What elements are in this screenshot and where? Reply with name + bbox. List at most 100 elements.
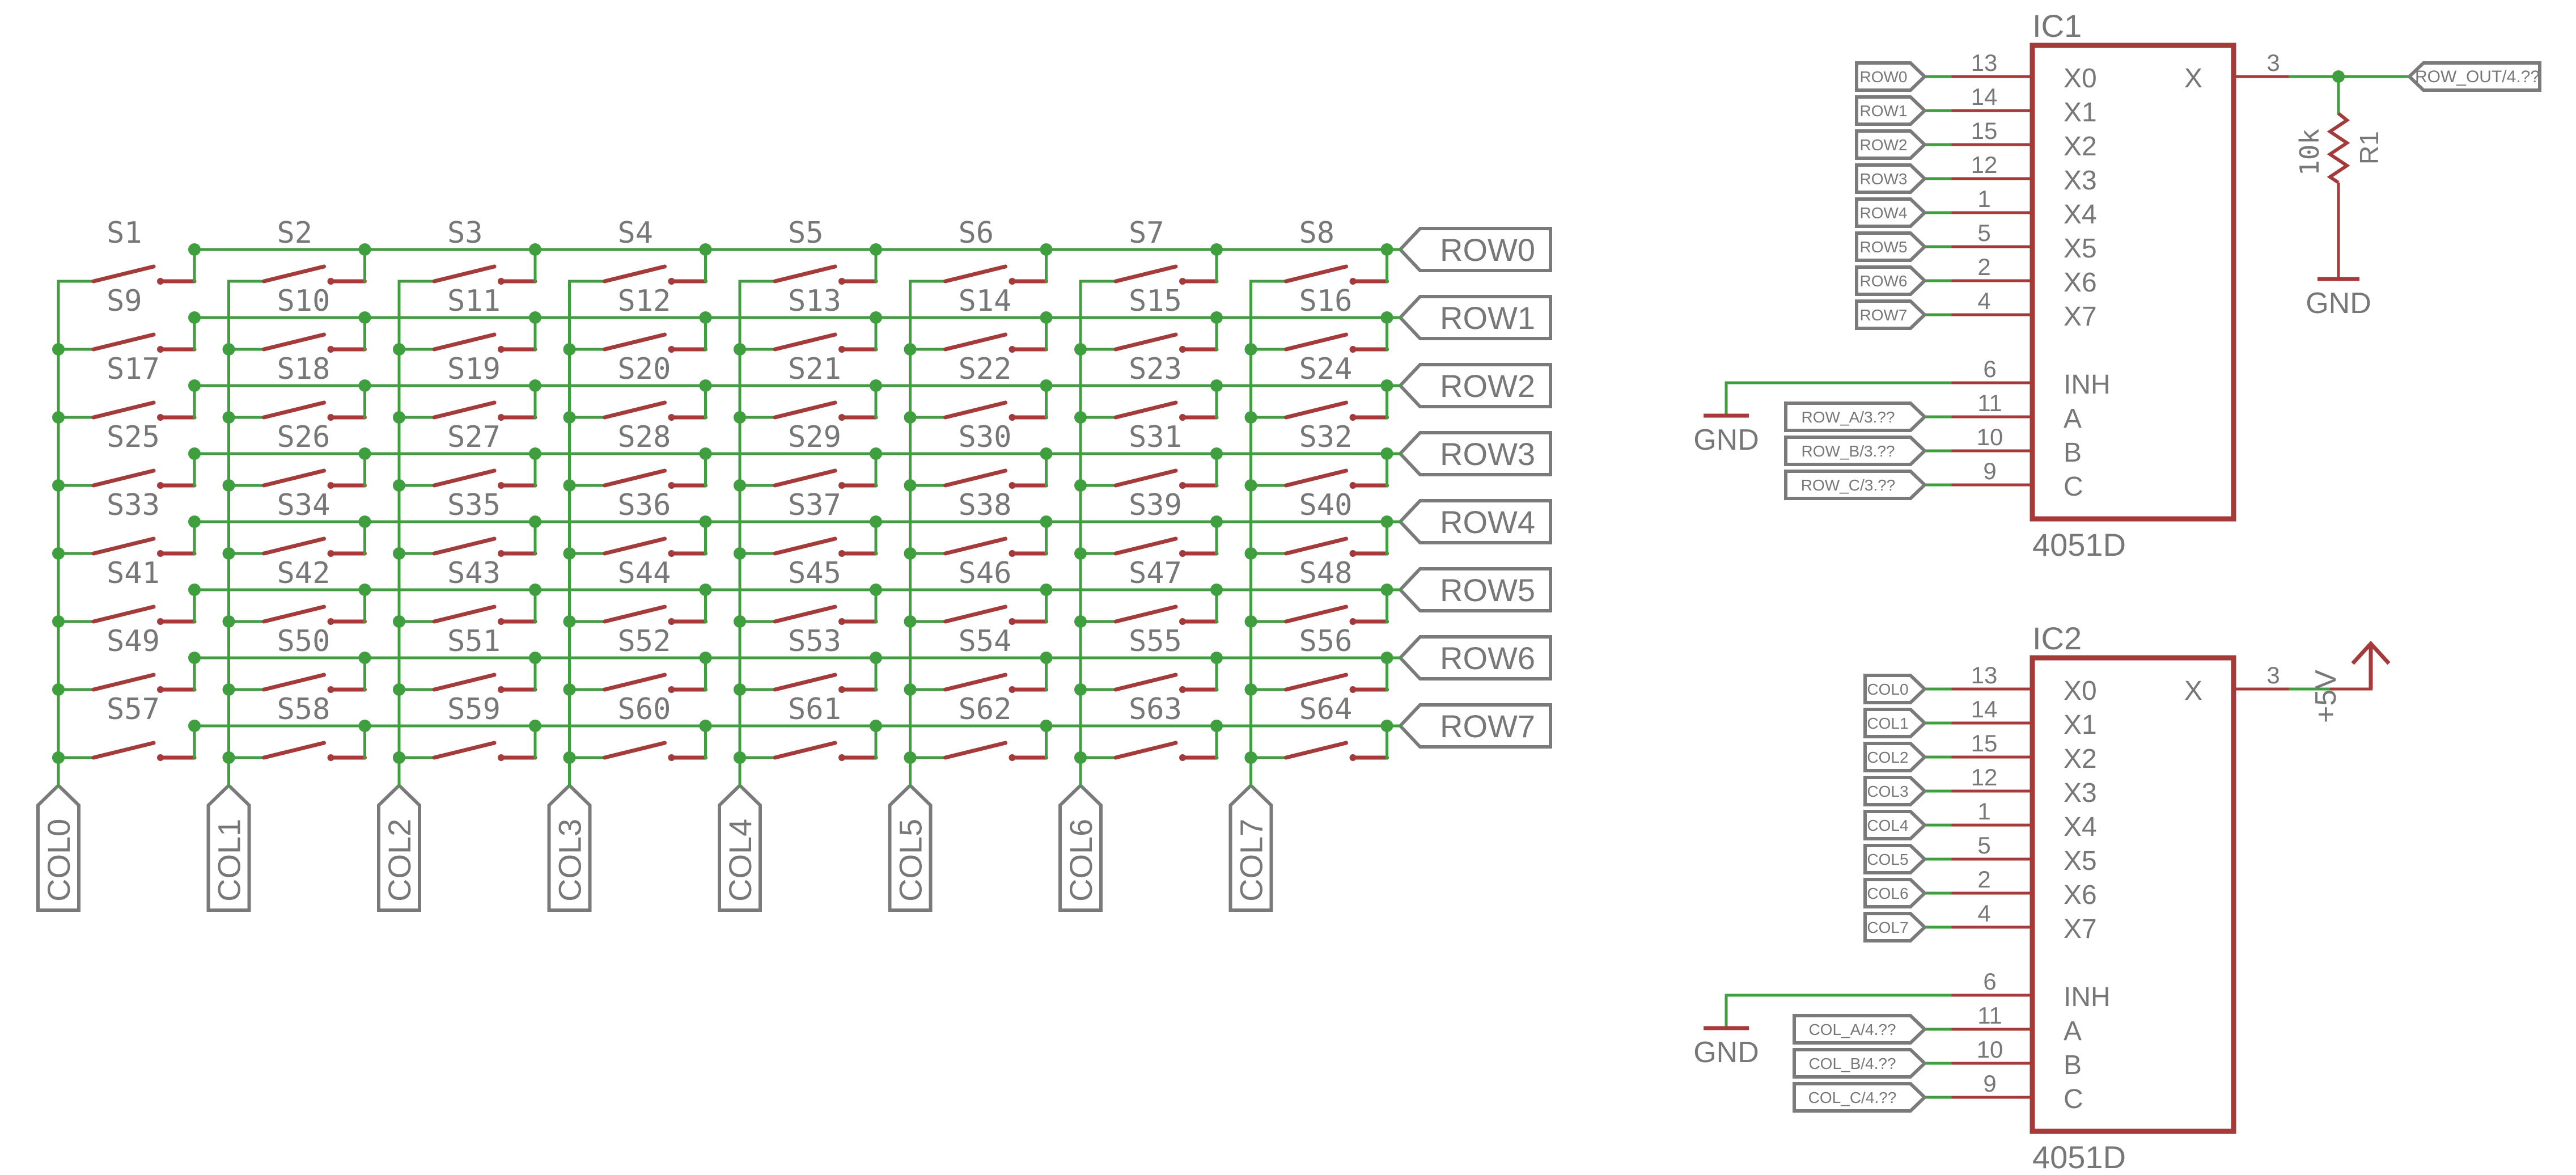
switch-label: S5: [788, 216, 824, 250]
switch-contact: [1349, 550, 1357, 557]
ic2-net-label: COL0: [1867, 681, 1908, 698]
switch-lever: [1284, 536, 1348, 556]
row-junction: [870, 379, 882, 392]
row-port-frame: [1397, 635, 1552, 681]
switch-lever: [603, 605, 667, 624]
switch-lever: [773, 673, 837, 692]
ic1-pin-label: X4: [2064, 200, 2097, 230]
row-junction: [1210, 311, 1223, 324]
row-junction: [358, 515, 371, 528]
ic1-pin-label: X5: [2064, 234, 2097, 264]
switch-contact: [327, 550, 334, 557]
row-port-label-1: ROW1: [1440, 300, 1535, 336]
switch-contact: [1179, 414, 1186, 421]
switch-label: S51: [447, 624, 501, 658]
ic2-pin-label: X6: [2064, 880, 2097, 910]
ic2-sel-number: 9: [1983, 1070, 1996, 1097]
column-junction: [563, 479, 576, 492]
column-junction: [1244, 343, 1257, 356]
switch-contact: [157, 550, 164, 557]
switch-lever: [603, 673, 667, 692]
switch-label: S54: [959, 624, 1012, 658]
switch-contact: [498, 550, 505, 557]
ic2-net-frame: [1863, 912, 1927, 942]
switch-label: S52: [618, 624, 671, 658]
ic1-sel-net-label: ROW_A/3.??: [1802, 408, 1895, 426]
switch-lever: [1113, 536, 1178, 556]
switch-label: S16: [1299, 284, 1353, 318]
column-junction: [1244, 683, 1257, 696]
row-junction: [870, 515, 882, 528]
ic1-pin-number: 2: [1977, 253, 1990, 280]
ic2-sel-label: A: [2064, 1016, 2082, 1046]
ic1-net-frame: [1855, 231, 1927, 262]
switch-label: S60: [618, 692, 671, 726]
switch-lever: [432, 264, 497, 284]
switch-lever: [773, 605, 837, 624]
switch-label: S30: [959, 420, 1012, 454]
switch-lever: [262, 673, 326, 692]
ic1-multiplexer: IC14051DX013ROW0X114ROW1X215ROW2X312ROW3…: [1693, 8, 2541, 563]
ic2-pin-number: 1: [1977, 798, 1990, 825]
switch-label: S4: [618, 216, 654, 250]
switch-label: S62: [959, 692, 1012, 726]
col-port-frame: [36, 783, 80, 912]
row-junction: [1210, 243, 1223, 256]
col-port-frame: [718, 783, 762, 912]
switch-label: S42: [277, 556, 331, 590]
switch-contact: [838, 550, 845, 557]
row-junction: [358, 447, 371, 460]
column-junction: [52, 479, 65, 492]
switch-lever: [603, 536, 667, 556]
switch-contact: [1349, 754, 1357, 761]
row-junction: [699, 515, 712, 528]
ic1-pin-label: X7: [2064, 302, 2097, 332]
ic2-sel-frame: [1793, 1082, 1927, 1113]
row-junction: [188, 447, 201, 460]
switch-label: S46: [959, 556, 1012, 590]
switch-lever: [943, 400, 1007, 420]
switch-label: S34: [277, 488, 331, 522]
column-junction: [393, 547, 405, 560]
switch-lever: [432, 400, 497, 420]
column-junction: [563, 683, 576, 696]
column-junction: [1244, 615, 1257, 628]
switch-label: S14: [959, 284, 1012, 318]
row-junction: [358, 311, 371, 324]
switch-lever: [1113, 673, 1178, 692]
switch-label: S61: [788, 692, 841, 726]
ic2-sel-net-label: COL_A/4.??: [1808, 1021, 1896, 1038]
switch-label: S41: [107, 556, 160, 590]
switch-contact: [838, 414, 845, 421]
switch-lever: [773, 264, 837, 284]
column-junction: [52, 343, 65, 356]
switch-lever: [262, 468, 326, 488]
column-junction: [904, 411, 917, 424]
row-port-frame: [1397, 363, 1552, 408]
ic1-inh-label: INH: [2064, 370, 2111, 400]
switch-contact: [1009, 482, 1016, 489]
col-port-frame: [377, 783, 421, 912]
row-junction: [188, 379, 201, 392]
ic2-net-frame: [1863, 844, 1927, 874]
row-junction: [529, 720, 541, 732]
row-junction: [529, 379, 541, 392]
switch-label: S13: [788, 284, 841, 318]
col-port-label-0: COL0: [41, 819, 77, 902]
ic2-net-frame: [1863, 878, 1927, 908]
row-port-frame: [1397, 295, 1552, 340]
row-junction: [699, 243, 712, 256]
row-port-frame: [1397, 227, 1552, 272]
switch-label: S2: [277, 216, 313, 250]
switch-label: S32: [1299, 420, 1353, 454]
ic1-net-label: ROW3: [1860, 170, 1908, 188]
switch-contact: [668, 754, 675, 761]
ic1-sel-label: C: [2064, 472, 2083, 502]
switch-contact: [157, 618, 164, 625]
ic2-pin-number: 12: [1971, 764, 1998, 791]
column-junction: [1074, 547, 1087, 560]
switch-lever: [262, 605, 326, 624]
switch-contact: [157, 482, 164, 489]
row-junction: [1210, 720, 1223, 732]
switch-label: S10: [277, 284, 331, 318]
